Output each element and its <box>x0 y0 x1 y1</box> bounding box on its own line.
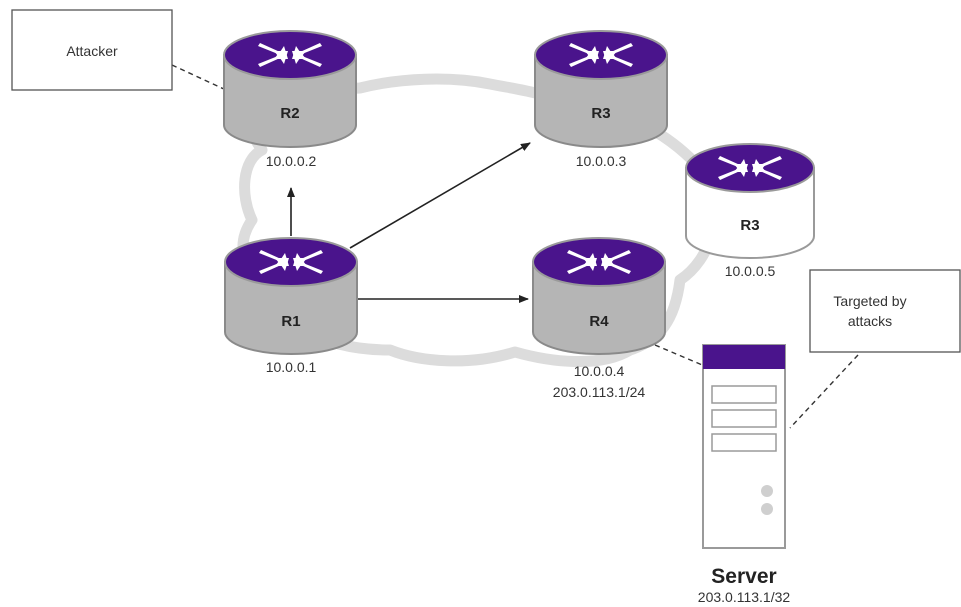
server-title: Server <box>711 565 776 588</box>
router-r4-ip: 10.0.0.4 <box>574 363 625 379</box>
target-connector <box>789 354 859 429</box>
router-arrows-icon <box>567 250 631 274</box>
router-r3-white-shape <box>685 143 815 259</box>
targeted-callout: Targeted by attacks <box>809 269 961 353</box>
router-r1-ip: 10.0.0.1 <box>266 359 317 375</box>
arrow-r1-to-r3 <box>349 142 531 249</box>
router-r3-name: R3 <box>591 105 610 122</box>
server-ip: 203.0.113.1/32 <box>698 589 791 605</box>
router-r2-ip: 10.0.0.2 <box>266 153 317 169</box>
targeted-label-line1: Targeted by <box>833 293 906 309</box>
router-arrows-icon <box>569 43 633 67</box>
router-r3-white-name: R3 <box>740 217 759 234</box>
router-arrows-icon <box>718 156 782 180</box>
server-icon <box>702 344 786 549</box>
router-r4-name: R4 <box>589 313 609 330</box>
router-r2-shape <box>223 30 357 148</box>
router-arrows-icon <box>258 43 322 67</box>
attacker-connector <box>171 64 227 91</box>
router-r3-white-ip: 10.0.0.5 <box>725 263 776 279</box>
router-r3-shape <box>534 30 668 148</box>
server-connector <box>654 344 708 368</box>
router-r3-ip: 10.0.0.3 <box>576 153 627 169</box>
router-r1-shape <box>224 237 358 355</box>
router-r1-name: R1 <box>281 313 300 330</box>
router-r4-shape <box>532 237 666 355</box>
attacker-callout: Attacker <box>11 9 173 91</box>
targeted-label-line2: attacks <box>848 313 892 329</box>
router-arrows-icon <box>259 250 323 274</box>
attacker-label: Attacker <box>66 43 118 59</box>
router-r2-name: R2 <box>280 105 299 122</box>
router-r4-ip2: 203.0.113.1/24 <box>553 384 646 400</box>
